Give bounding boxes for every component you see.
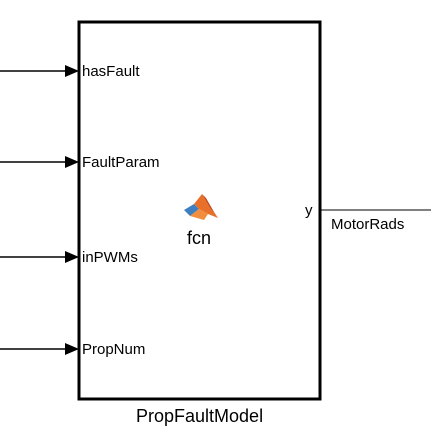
output-port-label-y: y <box>305 202 313 219</box>
input-port-label-inpwms: inPWMs <box>82 249 138 266</box>
arrowhead-icon <box>65 65 79 77</box>
input-port-label-faultparam: FaultParam <box>82 154 160 171</box>
input-signal-inpwms[interactable] <box>0 251 79 263</box>
output-signal-name[interactable]: MotorRads <box>331 216 405 233</box>
arrowhead-icon <box>65 251 79 263</box>
input-port-label-propnum: PropNum <box>82 341 146 358</box>
matlab-logo-icon <box>184 194 218 220</box>
arrowhead-icon <box>65 343 79 355</box>
input-signal-faultparam[interactable] <box>0 156 79 168</box>
input-port-label-hasfault: hasFault <box>82 63 140 80</box>
input-signal-propnum[interactable] <box>0 343 79 355</box>
block-name-label[interactable]: PropFaultModel <box>136 406 264 426</box>
function-label: fcn <box>187 228 212 248</box>
input-signal-hasfault[interactable] <box>0 65 79 77</box>
arrowhead-icon <box>65 156 79 168</box>
